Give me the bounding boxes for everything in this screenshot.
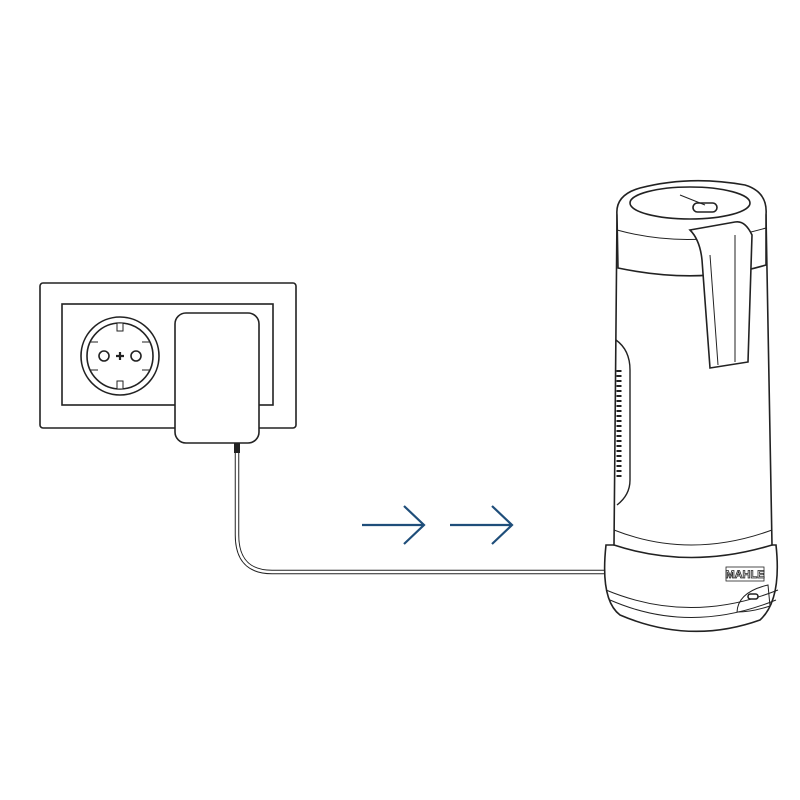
earth-clip-top — [116, 322, 124, 332]
arrow-right-icon — [450, 505, 514, 545]
plus-mark-icon — [116, 352, 124, 360]
pin-hole-right — [130, 350, 142, 362]
power-adapter — [174, 312, 260, 453]
arrow-right-icon — [362, 505, 426, 545]
device-lid — [629, 186, 751, 220]
brand-logo-plate — [725, 566, 765, 582]
charging-cable — [234, 453, 608, 575]
device-base — [603, 544, 779, 633]
brand-logo: MAHLE — [725, 569, 764, 581]
direction-arrows — [362, 505, 514, 545]
cable-strain-relief — [234, 443, 240, 453]
charging-port — [747, 593, 759, 600]
earth-clip-bottom — [116, 380, 124, 390]
side-vent — [615, 339, 631, 506]
adapter-body — [174, 312, 260, 444]
device: MAHLE — [603, 179, 779, 633]
device-handle — [688, 220, 753, 369]
pin-hole-left — [98, 350, 110, 362]
lid-button — [692, 202, 718, 213]
